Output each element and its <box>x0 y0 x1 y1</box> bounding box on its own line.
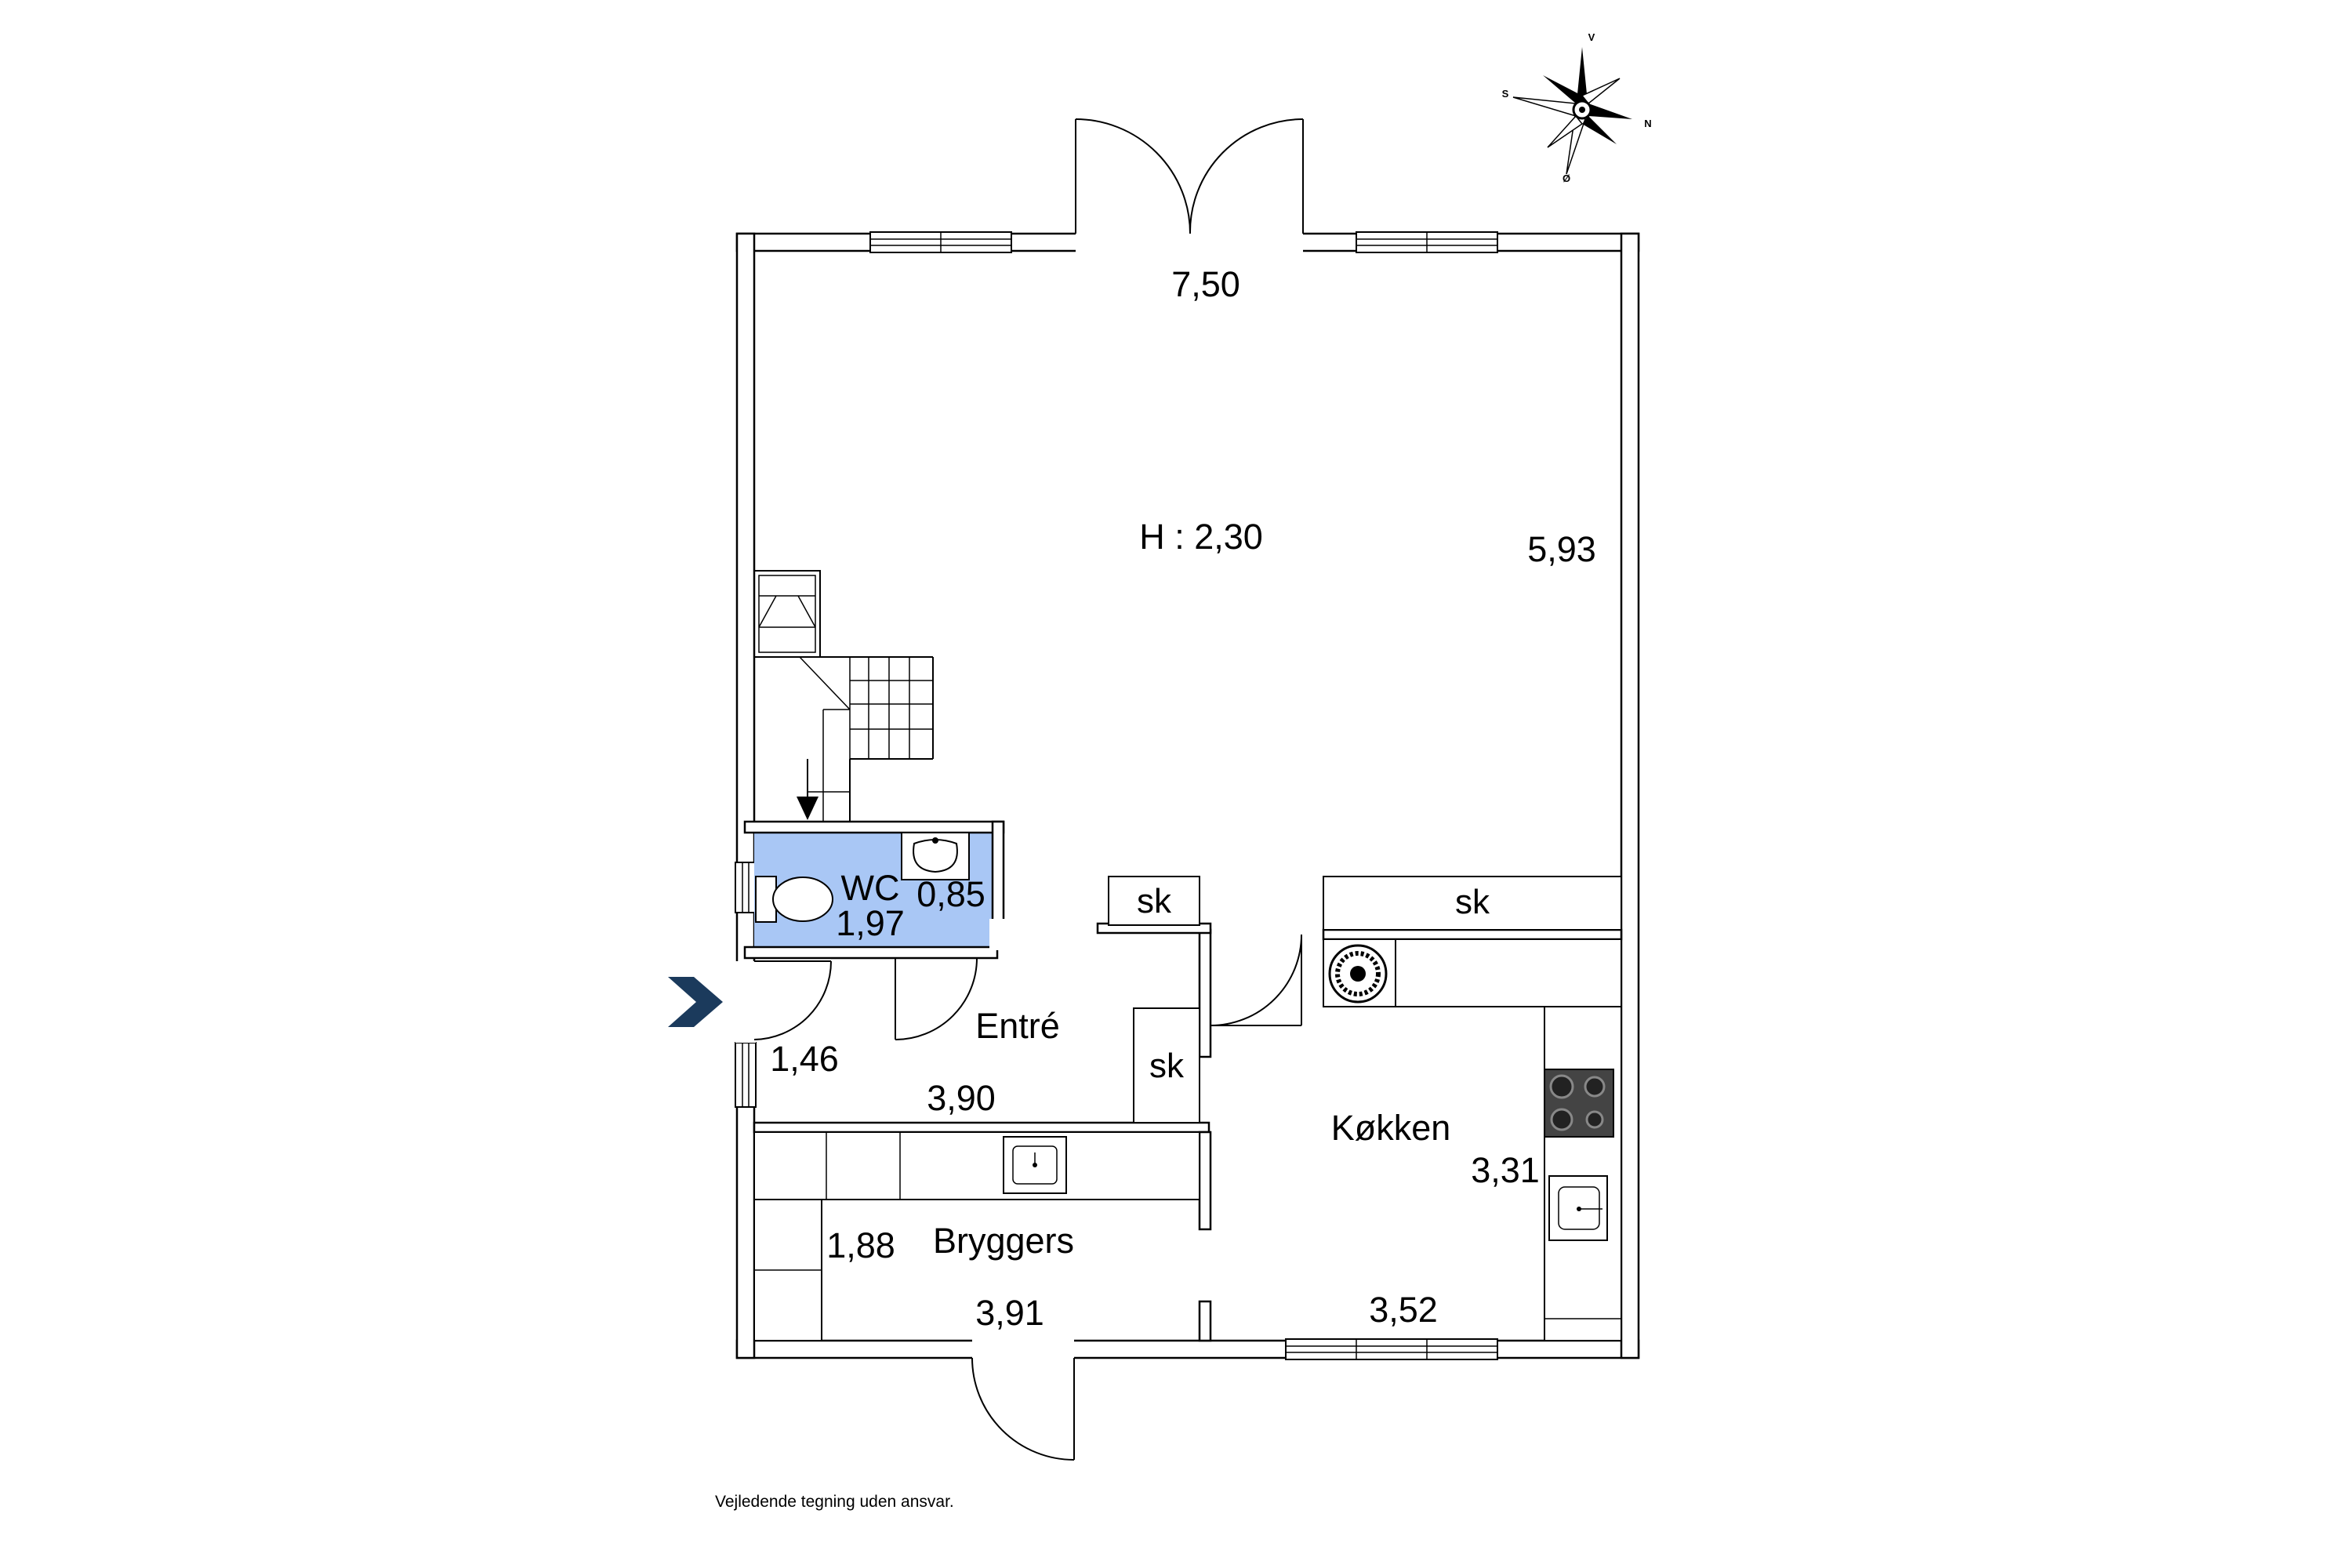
windows <box>735 231 1498 1360</box>
extractor-fan-icon <box>1328 944 1388 1004</box>
label-wc-dim: 0,85 <box>916 874 985 914</box>
cupboard-living <box>1323 876 1622 931</box>
wc-sink <box>901 832 970 880</box>
compass-label-s: S <box>1502 88 1509 100</box>
label-cupboard-entre: sk <box>1149 1047 1185 1085</box>
stove-icon <box>1544 1069 1614 1138</box>
label-utility-name: Bryggers <box>933 1221 1074 1261</box>
kitchen-door <box>1210 934 1302 1026</box>
wc-door <box>895 957 978 1040</box>
window-top-left <box>869 231 1012 253</box>
staircase <box>753 570 934 822</box>
label-height: H : 2,30 <box>1139 517 1263 557</box>
label-cupboard-hall: sk <box>1137 882 1172 920</box>
label-kitchen-name: Køkken <box>1331 1108 1451 1148</box>
wc-toilet <box>755 876 833 923</box>
label-wc-area: 1,97 <box>836 903 905 943</box>
label-kitchen-dim-side: 3,31 <box>1471 1150 1540 1190</box>
label-wc-name: WC <box>841 868 900 908</box>
label-utility-dim-side: 1,88 <box>826 1225 895 1265</box>
label-entre-name: Entré <box>975 1006 1060 1046</box>
label-utility-dim-bottom: 3,91 <box>975 1293 1044 1333</box>
patio-double-door <box>1075 118 1304 234</box>
window-bottom-kitchen <box>1285 1338 1498 1360</box>
window-top-right <box>1356 231 1498 253</box>
cupboard-hall <box>1108 876 1200 926</box>
label-dim-right: 5,93 <box>1527 529 1596 569</box>
door-openings <box>735 232 1303 1359</box>
kitchen-sink-icon <box>1548 1175 1608 1241</box>
utility-counters <box>753 1131 1200 1341</box>
label-dim-top: 7,50 <box>1171 264 1240 304</box>
label-entre-dim-bottom: 3,90 <box>927 1078 996 1118</box>
window-entre <box>735 1042 757 1108</box>
back-door <box>971 1357 1075 1461</box>
footer-disclaimer: Vejledende tegning uden ansvar. <box>715 1493 954 1511</box>
compass-rose-icon <box>1512 47 1632 175</box>
entrance-arrow <box>668 977 723 1027</box>
compass-label-n: N <box>1644 118 1651 129</box>
compass-label-v: V <box>1588 31 1595 43</box>
utility-sink-icon <box>1003 1136 1067 1194</box>
front-door <box>753 960 832 1040</box>
window-wc <box>735 862 757 913</box>
wc-room <box>743 820 1007 960</box>
cupboard-entre <box>1133 1007 1200 1123</box>
label-kitchen-dim-bottom: 3,52 <box>1369 1290 1438 1330</box>
label-entre-dim-side: 1,46 <box>770 1039 839 1079</box>
label-cupboard-living: sk <box>1455 883 1490 921</box>
compass-label-o: Ø <box>1563 172 1570 184</box>
